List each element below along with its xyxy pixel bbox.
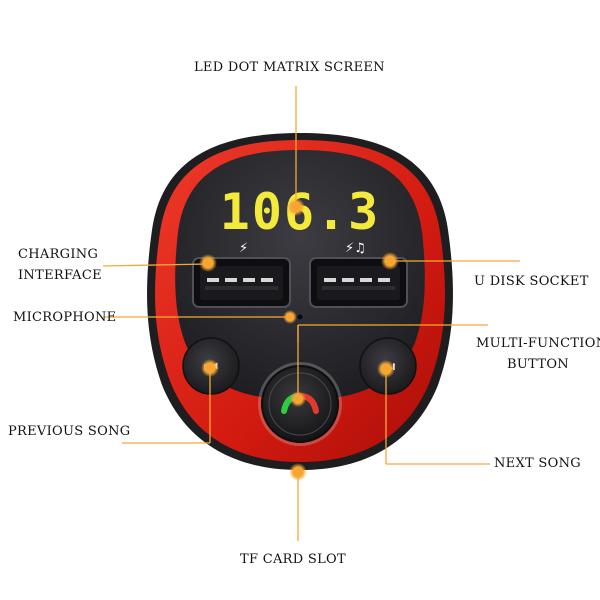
lightning-music-icon: ⚡♫ xyxy=(345,241,366,256)
label-previous-song: PREVIOUS SONG xyxy=(8,424,131,439)
label-next-song: NEXT SONG xyxy=(494,456,581,471)
microphone-hole xyxy=(297,314,303,320)
callout-dots xyxy=(199,198,399,481)
label-multi-function-line2: BUTTON xyxy=(507,357,569,372)
device-face xyxy=(175,150,425,400)
lightning-icon: ⚡ xyxy=(239,241,248,256)
label-tf-card-slot: TF CARD SLOT xyxy=(240,552,346,567)
label-multi-function-line1: MULTI-FUNCTION xyxy=(476,336,600,351)
usb-port-right xyxy=(309,257,408,308)
label-u-disk-socket: U DISK SOCKET xyxy=(474,274,589,289)
label-microphone: MICROPHONE xyxy=(13,310,117,325)
label-led-dot-matrix-screen: LED DOT MATRIX SCREEN xyxy=(194,60,385,75)
label-charging-line2: INTERFACE xyxy=(18,268,102,283)
usb-port-left xyxy=(192,257,291,308)
leader-lines xyxy=(102,86,520,541)
label-charging-line1: CHARGING xyxy=(18,247,99,262)
